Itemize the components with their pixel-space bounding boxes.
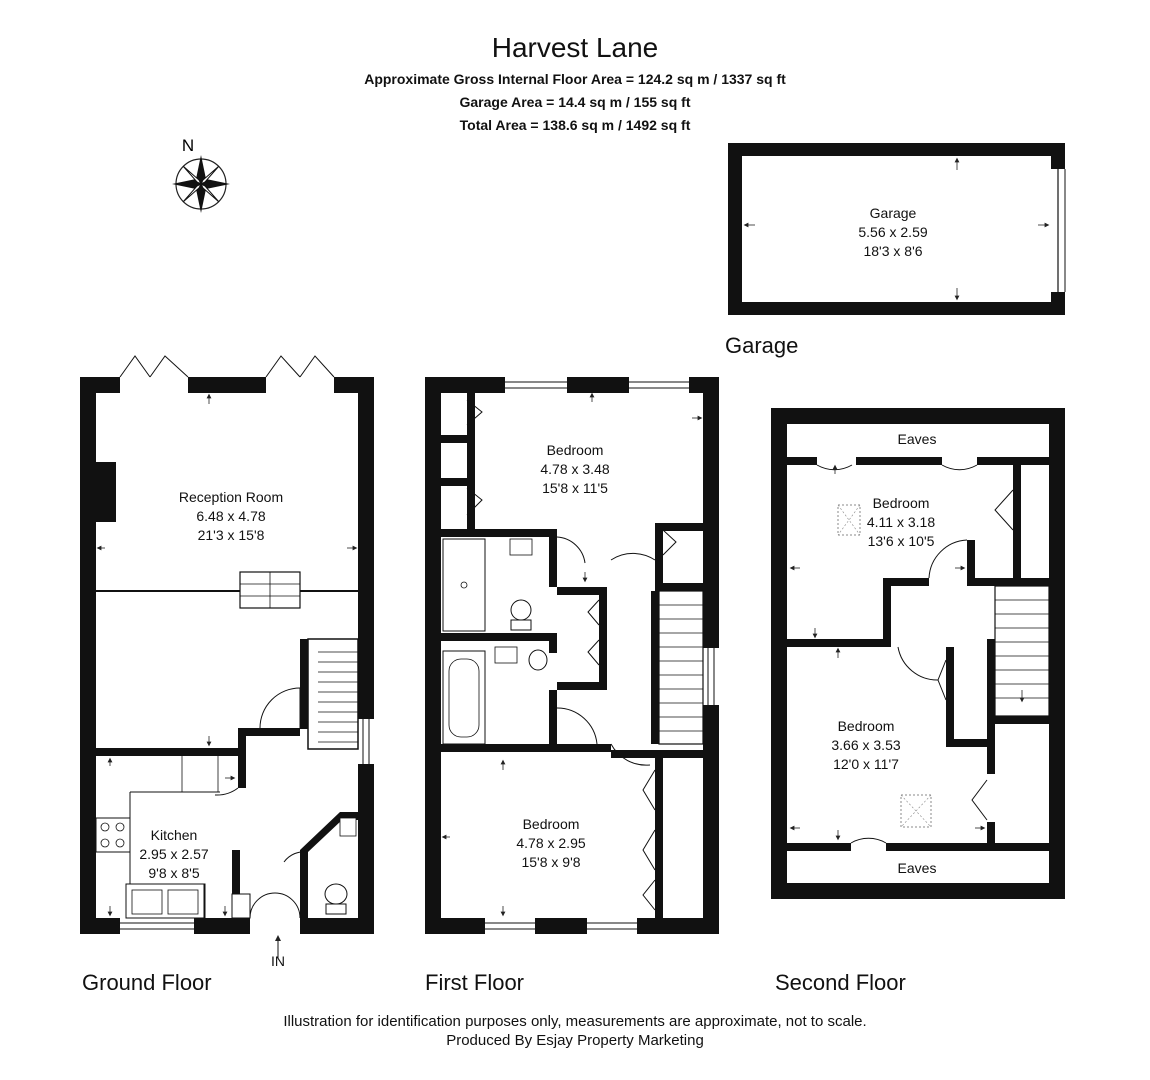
second-bedroom1-imperial: 13'6 x 10'5: [868, 533, 935, 549]
reception-room-imperial: 21'3 x 15'8: [198, 527, 265, 543]
kitchen-name: Kitchen: [151, 827, 198, 843]
ground-floor-plan: Reception Room 6.48 x 4.78 21'3 x 15'8 K…: [80, 355, 374, 969]
total-area-text: Total Area = 138.6 sq m / 1492 sq ft: [459, 117, 691, 133]
second-bedroom2-metric: 3.66 x 3.53: [831, 737, 900, 753]
first-bedroom1-metric: 4.78 x 3.48: [540, 461, 609, 477]
eaves-bottom-label: Eaves: [898, 860, 937, 876]
second-floor-plan: Eaves Eaves Bedroom 4.11 x 3.18 13'6 x 1…: [771, 408, 1065, 899]
second-bedroom1-metric: 4.11 x 3.18: [867, 514, 935, 530]
entrance-label: IN: [271, 953, 285, 969]
reception-room-metric: 6.48 x 4.78: [196, 508, 265, 524]
garage-dim-metric: 5.56 x 2.59: [858, 224, 927, 240]
gross-area-text: Approximate Gross Internal Floor Area = …: [364, 71, 786, 87]
first-bedroom2-imperial: 15'8 x 9'8: [521, 854, 580, 870]
garage-area-text: Garage Area = 14.4 sq m / 155 sq ft: [459, 94, 691, 110]
producer-text: Produced By Esjay Property Marketing: [446, 1032, 704, 1049]
disclaimer-text: Illustration for identification purposes…: [283, 1013, 867, 1030]
compass-north-label: N: [182, 136, 194, 155]
garage-floor-label: Garage: [725, 333, 799, 358]
eaves-top-label: Eaves: [898, 431, 937, 447]
first-floor-plan: Bedroom 4.78 x 3.48 15'8 x 11'5 Bedroom …: [425, 377, 719, 934]
kitchen-imperial: 9'8 x 8'5: [148, 865, 199, 881]
page-title: Harvest Lane: [491, 32, 659, 63]
kitchen-metric: 2.95 x 2.57: [139, 846, 208, 862]
garage-plan: Garage 5.56 x 2.59 18'3 x 8'6: [728, 143, 1066, 315]
compass-icon: N: [172, 136, 230, 213]
first-floor-label: First Floor: [425, 970, 524, 995]
first-bedroom1-imperial: 15'8 x 11'5: [542, 480, 608, 496]
second-bedroom1-name: Bedroom: [873, 495, 930, 511]
reception-room-name: Reception Room: [179, 489, 283, 505]
first-bedroom2-metric: 4.78 x 2.95: [516, 835, 585, 851]
second-bedroom2-imperial: 12'0 x 11'7: [833, 756, 899, 772]
first-bedroom1-name: Bedroom: [547, 442, 604, 458]
garage-room-name: Garage: [870, 205, 917, 221]
first-bedroom2-name: Bedroom: [523, 816, 580, 832]
second-bedroom2-name: Bedroom: [838, 718, 895, 734]
second-floor-label: Second Floor: [775, 970, 906, 995]
ground-floor-label: Ground Floor: [82, 970, 212, 995]
garage-dim-imperial: 18'3 x 8'6: [863, 243, 922, 259]
